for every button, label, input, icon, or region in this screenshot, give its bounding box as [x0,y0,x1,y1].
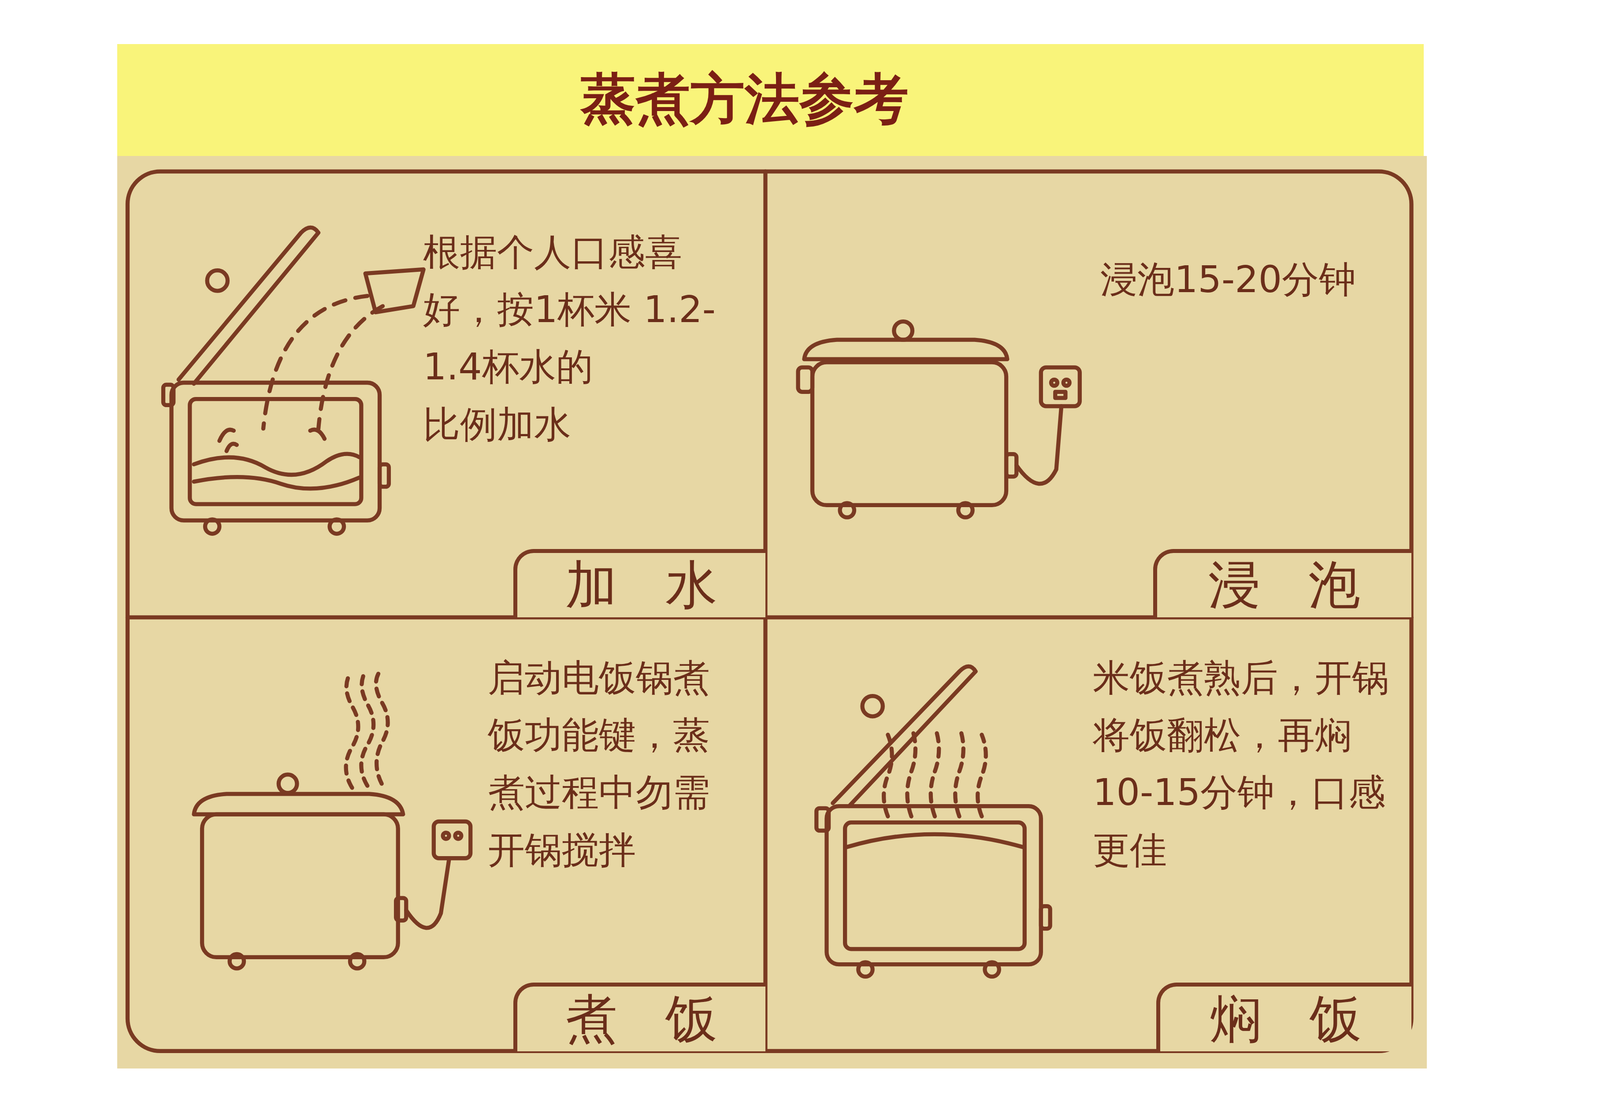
step-name: 浸 泡 [1192,556,1376,614]
illustration-stroke [365,269,424,312]
illustration-stroke [984,962,999,977]
illustration-stroke [127,171,1412,1051]
step-instruction: 启动电饭锅煮 饭功能键，蒸 煮过程中勿需 开锅搅拌 [487,649,725,879]
step-name: 加 水 [549,556,733,614]
illustration-stroke [862,696,883,717]
illustration-stroke [318,306,383,429]
step-tab: 浸 泡 [1153,549,1412,618]
step-name: 焖 饭 [1194,990,1378,1048]
illustration-stroke [207,270,228,291]
illustration-stroke [349,954,364,969]
illustration-stroke [193,794,404,815]
illustration-stroke [1055,391,1066,398]
illustration-stroke [798,367,813,393]
illustration-stroke [858,962,873,977]
step-panel: 米饭煮熟后，开锅 将饭翻松，再焖 10-15分钟，口感 更佳焖 饭 [765,617,1412,1052]
illustration-stroke [178,227,319,384]
illustration-stroke [163,384,174,405]
step-name: 煮 饭 [549,990,733,1048]
step-instruction: 米饭煮熟后，开锅 将饭翻松，再焖 10-15分钟，口感 更佳 [1092,649,1400,879]
illustration-stroke [379,464,390,487]
rice-cooker-closed [798,321,1080,518]
illustration-stroke [345,673,359,788]
illustration-stroke [361,671,374,786]
illustration-stroke [189,399,362,505]
illustration-stroke [826,806,1041,965]
step-instruction: 根据个人口感喜 好，按1杯米 1.2-1.4杯水的 比例加水 [423,223,727,453]
illustration-stroke [1040,906,1051,929]
illustration-stroke [406,859,450,929]
illustration-stroke [816,808,829,831]
step-instruction: 浸泡15-20分钟 [1100,250,1404,309]
illustration-stroke [1063,379,1070,387]
illustration-stroke [455,832,462,839]
illustration-stroke [329,519,344,534]
step-panel: 根据个人口感喜 好，按1杯米 1.2-1.4杯水的 比例加水加 水 [127,171,766,618]
illustration-stroke [278,774,297,794]
step-tab: 煮 饭 [513,982,766,1052]
rice-cooker-open [163,227,424,534]
illustration-stroke [839,503,854,518]
frame [127,171,1412,1051]
illustration-stroke [171,382,380,521]
illustration-stroke [804,339,1008,360]
illustration-stroke [375,671,388,784]
step-panel: 启动电饭锅煮 饭功能键，蒸 煮过程中勿需 开锅搅拌煮 饭 [127,617,766,1052]
illustration-stroke [202,814,399,958]
illustration-stroke [894,321,913,341]
illustration-stroke [846,834,1023,847]
step-tab: 加 水 [513,549,766,618]
rice-cooker-resting [816,666,1051,977]
rice-cooker-cooking [193,671,471,969]
illustration-stroke [263,296,368,429]
illustration-stroke [883,735,893,817]
illustration-stroke [193,477,360,489]
illustration-stroke [1050,379,1058,387]
illustration-stroke [812,362,1007,505]
illustration-stroke [1040,367,1080,407]
step-panel: 浸泡15-20分钟浸 泡 [765,171,1412,618]
illustration-stroke [442,832,450,839]
illustration-stroke [205,519,220,534]
illustration-stroke [219,429,325,452]
illustration-stroke [193,453,360,475]
illustration-stroke [433,821,471,858]
illustration-stroke [907,726,916,817]
illustration-stroke [977,735,987,817]
illustration-stroke [955,726,964,817]
illustration-stroke [845,822,1025,950]
illustration-stroke [1016,406,1062,484]
step-tab: 焖 饭 [1156,982,1412,1052]
illustration-stroke [958,503,973,518]
illustration-stroke [930,726,940,817]
illustration-stroke [229,954,244,969]
title: 蒸煮方法参考 [580,66,909,132]
